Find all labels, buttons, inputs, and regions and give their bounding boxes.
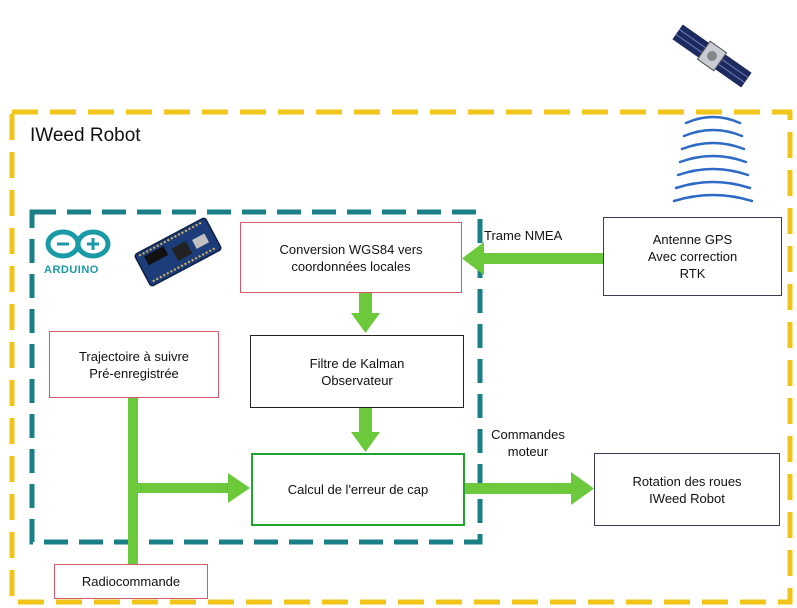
arrow-branch-to-calcul — [138, 473, 250, 503]
robot-title: IWeed Robot — [30, 125, 141, 146]
arduino-logo-icon — [45, 229, 111, 259]
block-radiocommande: Radiocommande — [54, 564, 208, 599]
block-calcul: Calcul de l'erreur de cap — [251, 453, 465, 526]
arrow-antenne-to-conversion — [462, 242, 604, 275]
gps-signal-icon — [672, 115, 754, 203]
block-conversion: Conversion WGS84 vers coordonnées locale… — [240, 222, 462, 293]
block-antenne-gps: Antenne GPS Avec correction RTK — [603, 217, 782, 296]
robot-boundary — [9, 109, 793, 605]
satellite-icon — [672, 24, 752, 88]
arduino-logo-text: ARDUINO — [44, 264, 99, 276]
block-rotation: Rotation des roues IWeed Robot — [594, 453, 780, 526]
arrow-conversion-to-kalman — [351, 293, 380, 333]
label-commandes-moteur: Commandes moteur — [491, 427, 565, 459]
label-trame-nmea: Trame NMEA — [484, 228, 563, 243]
block-kalman: Filtre de Kalman Observateur — [250, 335, 464, 408]
arduino-board-icon — [134, 217, 222, 287]
arrow-kalman-to-calcul — [351, 408, 380, 452]
flow-arrows — [128, 242, 604, 564]
line-trajectoire-radiocommande — [128, 398, 138, 564]
block-trajectoire: Trajectoire à suivre Pré-enregistrée — [49, 331, 219, 398]
arrow-calcul-to-rotation — [465, 472, 594, 505]
arduino-boundary — [29, 209, 483, 545]
